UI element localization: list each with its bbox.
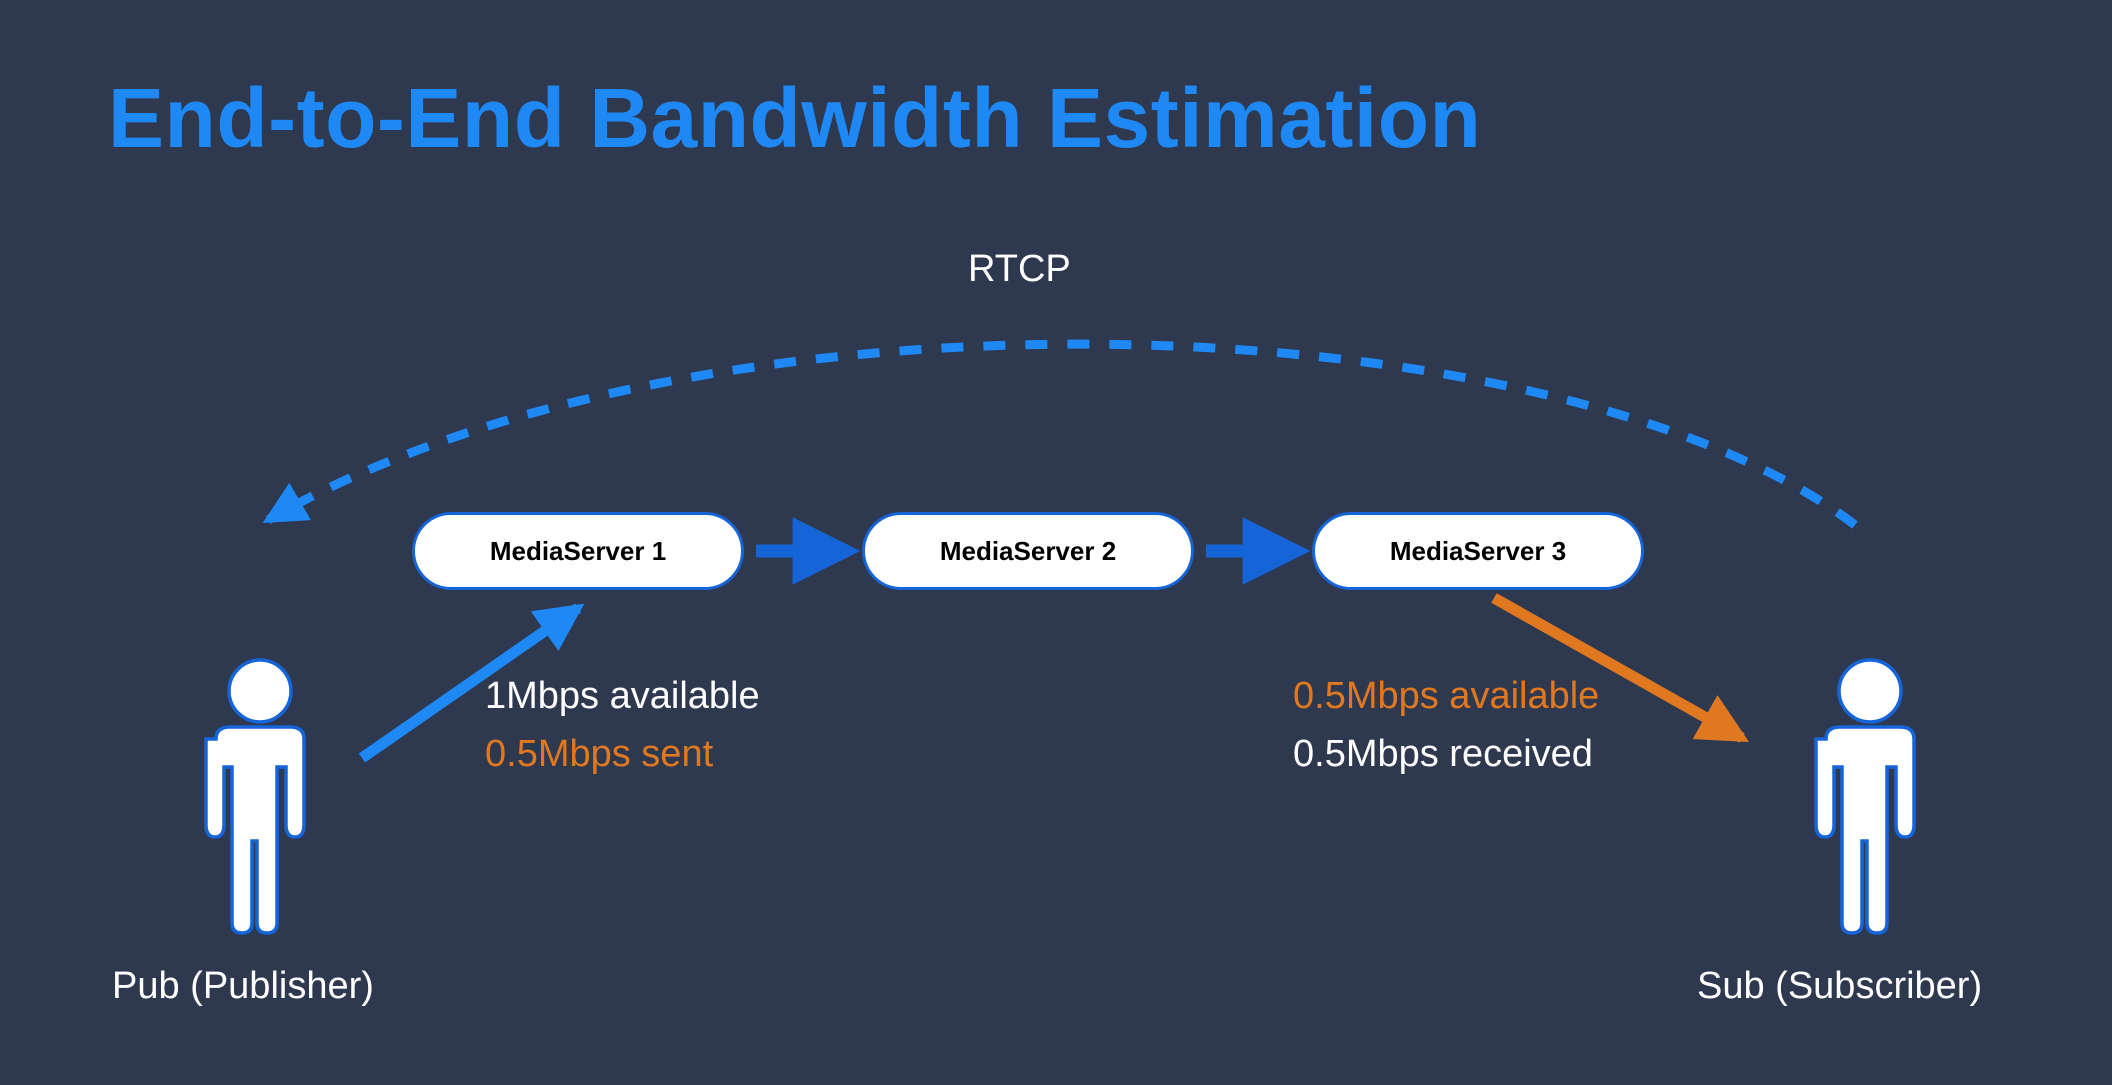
person-icon: [1814, 658, 1916, 935]
page-title: End-to-End Bandwidth Estimation: [108, 71, 1482, 165]
rtcp-label: RTCP: [968, 248, 1071, 290]
annotation-right-available: 0.5Mbps available: [1293, 675, 1600, 717]
caption-publisher: Pub (Publisher): [112, 965, 374, 1007]
edge-server3-to-sub: [1491, 593, 1750, 743]
annotation-right-received: 0.5Mbps received: [1293, 733, 1593, 775]
media-server-node-3[interactable]: MediaServer 3: [1312, 512, 1644, 590]
media-server-node-2[interactable]: MediaServer 2: [862, 512, 1194, 590]
rtcp-feedback-arc: [262, 339, 1858, 529]
annotation-left-sent: 0.5Mbps sent: [485, 733, 714, 775]
media-server-node-1[interactable]: MediaServer 1: [412, 512, 744, 590]
annotation-left-available: 1Mbps available: [485, 675, 760, 717]
person-icon: [204, 658, 306, 935]
edge-pub-to-server1: [358, 603, 585, 763]
caption-subscriber: Sub (Subscriber): [1697, 965, 1983, 1007]
